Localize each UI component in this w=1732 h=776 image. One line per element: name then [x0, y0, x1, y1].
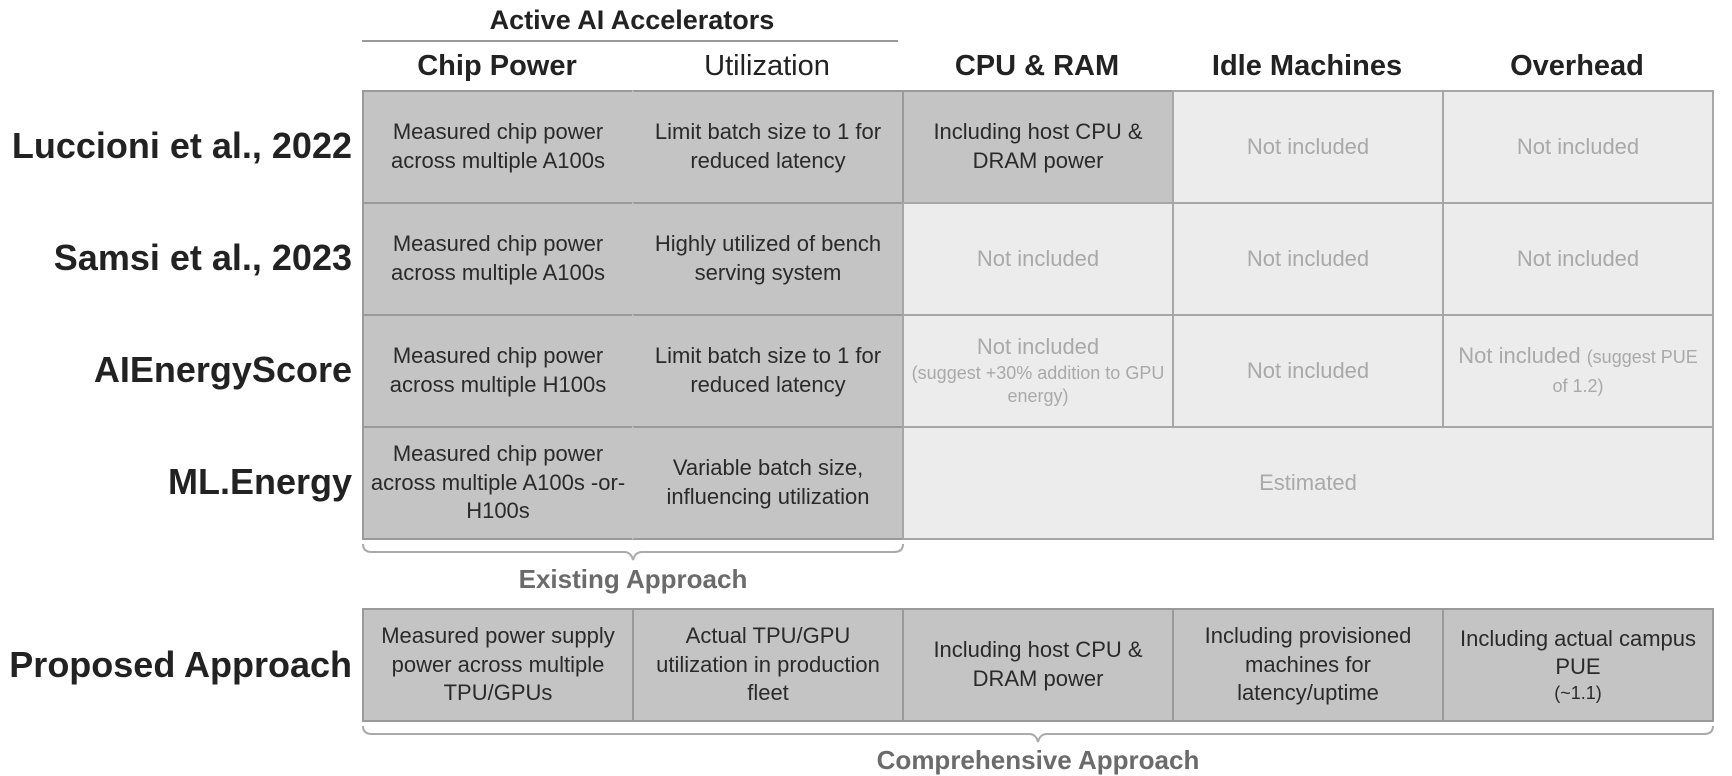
row-label-proposed: Proposed Approach	[9, 644, 352, 686]
column-header-cpu-ram: CPU & RAM	[954, 50, 1120, 82]
cell-samsi-chip-power: Measured chip power across multiple A100…	[362, 202, 634, 316]
cell-note: (suggest +30% addition to GPU energy)	[911, 362, 1165, 407]
existing-approach-brace	[362, 543, 904, 561]
cell-text: Including host CPU & DRAM power	[933, 119, 1143, 173]
group-title-underline	[362, 40, 898, 42]
comprehensive-approach-brace	[362, 725, 1714, 743]
cell-text: Not included	[976, 245, 1100, 271]
cell-text: Measured power supply power across multi…	[381, 623, 615, 706]
cell-text: Not included	[1516, 245, 1640, 271]
cell-text: Not included	[1458, 343, 1581, 369]
column-header-utilization: Utilization	[704, 50, 830, 82]
cell-mlenergy-chip-power: Measured chip power across multiple A100…	[362, 426, 634, 540]
cell-proposed-cpu-ram: Including host CPU & DRAM power	[902, 608, 1174, 722]
cell-samsi-overhead: Not included	[1442, 202, 1714, 316]
cell-text: Not included	[1246, 133, 1370, 159]
cell-text: Including actual campus PUE	[1459, 625, 1697, 680]
cell-samsi-idle-machines: Not included	[1172, 202, 1444, 316]
cell-proposed-overhead: Including actual campus PUE (~1.1)	[1442, 608, 1714, 722]
column-header-overhead: Overhead	[1510, 50, 1644, 82]
column-header-chip-power: Chip Power	[417, 50, 577, 82]
cell-text: Limit batch size to 1 for reduced latenc…	[654, 343, 882, 397]
cell-aienergyscore-cpu-ram: Not included (suggest +30% addition to G…	[902, 314, 1174, 428]
cell-mlenergy-estimated: Estimated	[902, 426, 1714, 540]
existing-approach-label: Existing Approach	[518, 564, 748, 594]
cell-luccioni-chip-power: Measured chip power across multiple A100…	[362, 90, 634, 204]
cell-note: (suggest PUE of 1.2)	[1552, 347, 1698, 396]
cell-text: Not included	[976, 334, 1100, 360]
cell-luccioni-idle-machines: Not included	[1172, 90, 1444, 204]
cell-text-with-note: Not included (suggest PUE of 1.2)	[1450, 342, 1706, 399]
cell-text: Limit batch size to 1 for reduced latenc…	[654, 119, 882, 173]
row-label-samsi: Samsi et al., 2023	[53, 237, 352, 279]
cell-aienergyscore-chip-power: Measured chip power across multiple H100…	[362, 314, 634, 428]
cell-text: Not included	[1246, 357, 1370, 383]
cell-text: Estimated	[1259, 469, 1357, 495]
cell-proposed-utilization: Actual TPU/GPU utilization in production…	[632, 608, 904, 722]
row-label-aienergyscore: AIEnergyScore	[93, 349, 352, 391]
cell-proposed-idle-machines: Including provisioned machines for laten…	[1172, 608, 1444, 722]
cell-luccioni-overhead: Not included	[1442, 90, 1714, 204]
cell-text: Measured chip power across multiple H100…	[389, 343, 607, 397]
cell-aienergyscore-utilization: Limit batch size to 1 for reduced latenc…	[632, 314, 904, 428]
cell-text: Not included	[1516, 133, 1640, 159]
cell-note: (~1.1)	[1554, 682, 1602, 703]
cell-luccioni-utilization: Limit batch size to 1 for reduced latenc…	[632, 90, 904, 204]
cell-text: Including host CPU & DRAM power	[933, 637, 1143, 691]
cell-text: Including provisioned machines for laten…	[1204, 623, 1412, 706]
cell-aienergyscore-idle-machines: Not included	[1172, 314, 1444, 428]
cell-text: Actual TPU/GPU utilization in production…	[656, 623, 880, 706]
cell-proposed-chip-power: Measured power supply power across multi…	[362, 608, 634, 722]
cell-aienergyscore-overhead: Not included (suggest PUE of 1.2)	[1442, 314, 1714, 428]
cell-text: Highly utilized of bench serving system	[654, 231, 882, 285]
cell-text: Measured chip power across multiple A100…	[391, 119, 605, 173]
comprehensive-approach-label: Comprehensive Approach	[876, 745, 1200, 775]
group-title-active-ai-accelerators: Active AI Accelerators	[489, 5, 775, 35]
cell-text: Not included	[1246, 245, 1370, 271]
column-header-idle-machines: Idle Machines	[1211, 50, 1403, 82]
cell-text: Measured chip power across multiple A100…	[391, 231, 605, 285]
cell-samsi-cpu-ram: Not included	[902, 202, 1174, 316]
cell-mlenergy-utilization: Variable batch size, influencing utiliza…	[632, 426, 904, 540]
cell-text: Variable batch size, influencing utiliza…	[666, 455, 870, 509]
row-label-luccioni: Luccioni et al., 2022	[11, 125, 352, 167]
row-label-mlenergy: ML.Energy	[167, 461, 352, 503]
cell-luccioni-cpu-ram: Including host CPU & DRAM power	[902, 90, 1174, 204]
cell-samsi-utilization: Highly utilized of bench serving system	[632, 202, 904, 316]
cell-text: Measured chip power across multiple A100…	[370, 441, 626, 524]
